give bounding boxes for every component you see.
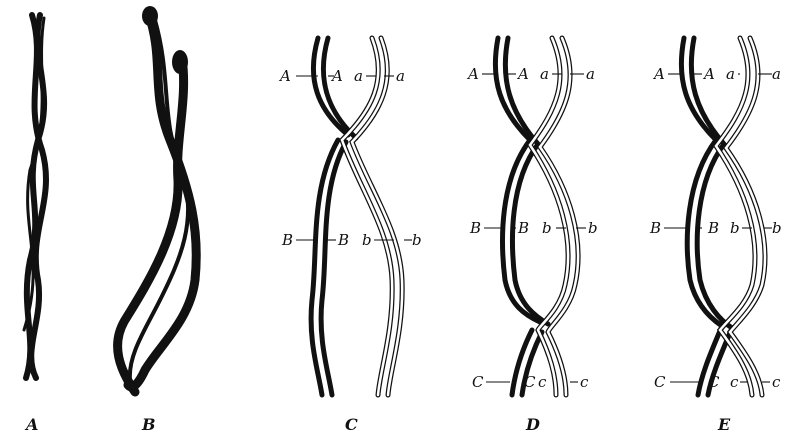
panel-c-label-a-right: a — [396, 67, 405, 85]
panel-b-top-knob — [142, 6, 158, 26]
panel-d-caption: D — [525, 415, 540, 434]
panel-e-label-c-right: c — [772, 373, 781, 391]
panel-e-label-B-right: B — [707, 219, 719, 237]
panel-e-label-C-right: C — [708, 373, 720, 391]
panel-a-drawing — [24, 15, 46, 378]
panel-d-drawing — [482, 38, 586, 395]
panel-d-label-b-left: b — [542, 219, 552, 237]
panel-b-caption: B — [141, 415, 156, 434]
panel-e-label-C-left: C — [654, 373, 666, 391]
panel-b-knob — [172, 50, 188, 74]
panel-d-label-c-right: c — [580, 373, 589, 391]
panel-d-label-c-left: c — [538, 373, 547, 391]
panel-a-caption: A — [24, 415, 38, 434]
panel-d-label-B-left: B — [469, 219, 481, 237]
panel-c-label-A-right: A — [330, 67, 343, 85]
panel-d-label-B-right: B — [517, 219, 529, 237]
panel-e-label-b-left: b — [730, 219, 740, 237]
panel-d-label-C-left: C — [472, 373, 484, 391]
panel-c-dark-2-top — [323, 38, 356, 138]
panel-e-label-c-left: c — [730, 373, 739, 391]
panel-d-label-a-right: a — [586, 65, 595, 83]
panel-c-drawing — [296, 38, 412, 395]
panel-e-label-A-left: A — [652, 65, 665, 83]
panel-b-drawing — [118, 6, 197, 392]
panel-c-label-A-left: A — [278, 67, 291, 85]
panel-d-label-A-right: A — [516, 65, 529, 83]
panel-d-label-A-left: A — [466, 65, 479, 83]
panel-e-label-a-right: a — [772, 65, 781, 83]
panel-e-drawing — [664, 38, 772, 395]
panel-e-label-b-right: b — [772, 219, 782, 237]
panel-e-label-B-left: B — [649, 219, 661, 237]
panel-c-caption: C — [345, 415, 358, 434]
panel-c-label-b-right: b — [412, 231, 422, 249]
panel-d-label-C-right: C — [524, 373, 536, 391]
panel-c-label-b-left: b — [362, 231, 372, 249]
panel-d-label-b-right: b — [588, 219, 598, 237]
panel-e-dark-1 — [681, 38, 722, 395]
panel-e-label-A-right: A — [702, 65, 715, 83]
panel-d-label-a-left: a — [540, 65, 549, 83]
panel-c-label-a-left: a — [354, 67, 363, 85]
panel-c-label-B-right: B — [337, 231, 349, 249]
panel-b-strand-2 — [118, 58, 184, 392]
panel-e-label-a-left: a — [726, 65, 735, 83]
panel-e-caption: E — [717, 415, 731, 434]
panel-c-label-B-left: B — [281, 231, 293, 249]
